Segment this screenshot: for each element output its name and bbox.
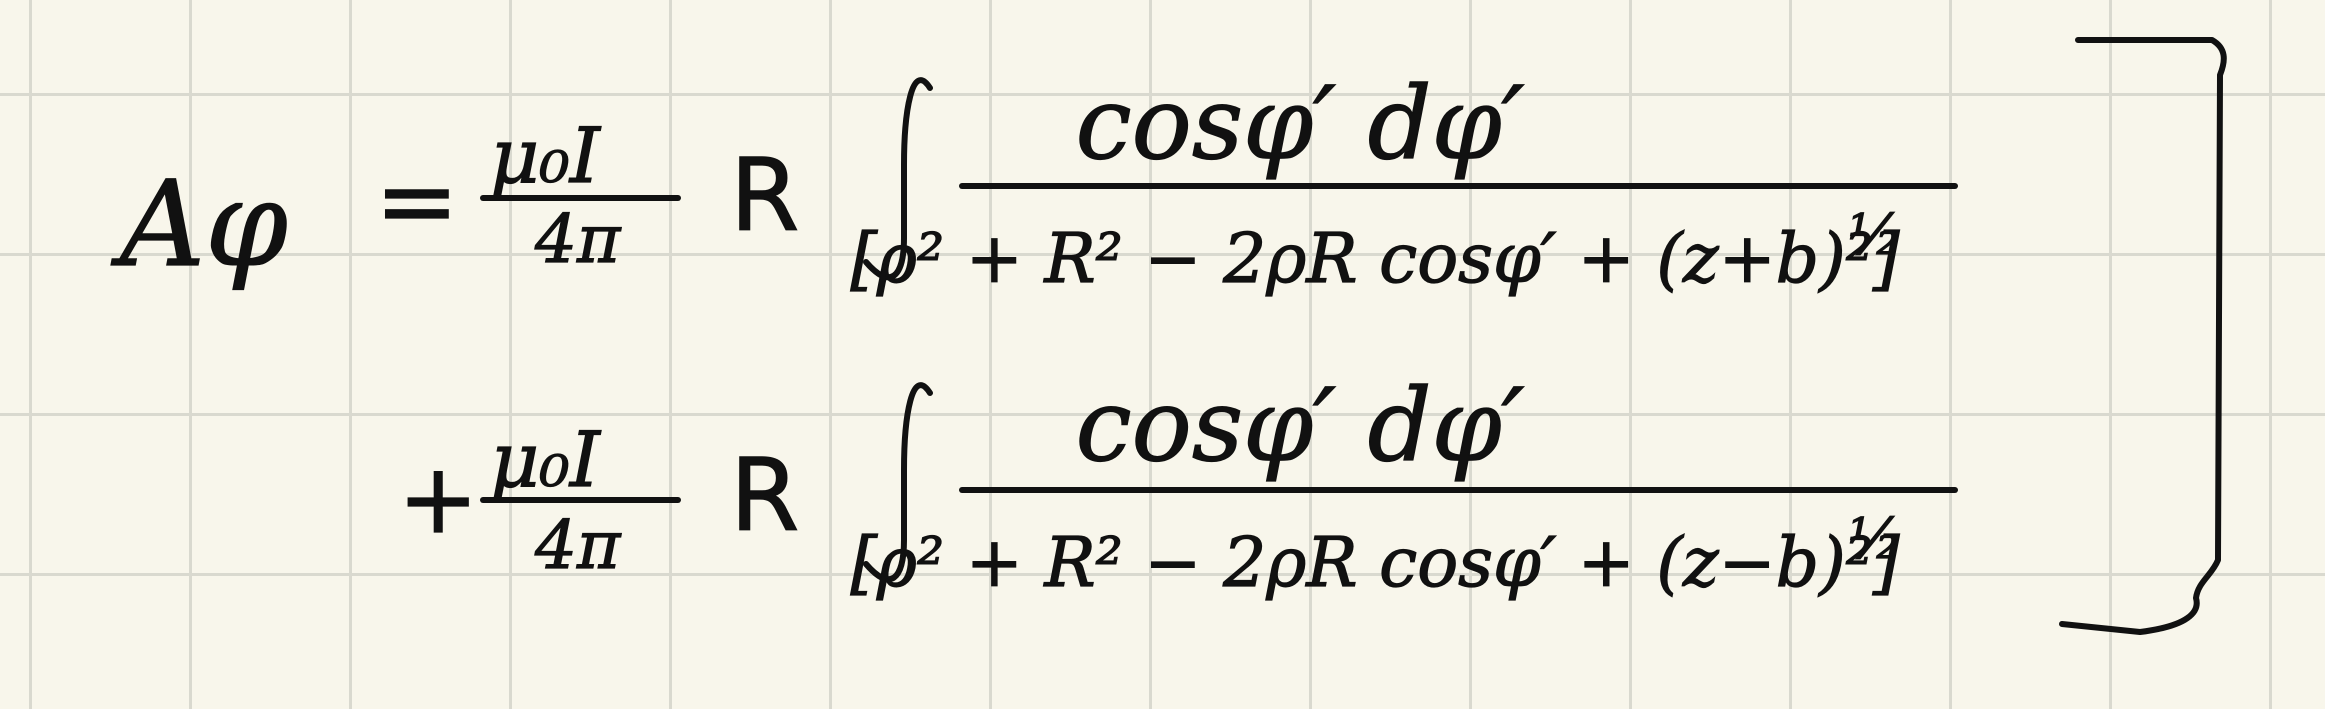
closing-bracket (2059, 37, 2227, 635)
term-2-coef-denominator: 4π (534, 507, 622, 584)
term-1-denominator: [ρ² + R² − 2ρR cosφ′ + (z+b)²] (850, 220, 1900, 299)
term-1-coef-denominator: 4π (534, 201, 622, 278)
term-2-numerator: cosφ′ dφ′ (1076, 367, 1525, 484)
term-2: + μ₀I 4π R cosφ′ dφ′ [ρ² + R² − 2ρR cosφ… (397, 366, 1958, 604)
term-2-exponent: ½ (1848, 507, 1902, 572)
term-1-coef-numerator: μ₀I (490, 111, 602, 200)
term-2-integral-sign (863, 382, 933, 583)
term-1-numerator: cosφ′ dφ′ (1076, 65, 1525, 182)
term-1-factor-r: R (730, 137, 799, 254)
term-1-integral-sign (863, 77, 933, 281)
equals-sign: = (375, 142, 459, 259)
term-1: μ₀I 4π R cosφ′ dφ′ [ρ² + R² − 2ρR cosφ′ … (480, 64, 1958, 300)
term-2-factor-r: R (730, 437, 799, 554)
term-2-coef-numerator: μ₀I (490, 415, 602, 504)
plus-sign: + (398, 443, 478, 555)
term-1-exponent: ½ (1848, 203, 1902, 268)
lhs-symbol: Aφ (111, 155, 288, 293)
term-2-denominator: [ρ² + R² − 2ρR cosφ′ + (z−b)²] (850, 524, 1900, 603)
